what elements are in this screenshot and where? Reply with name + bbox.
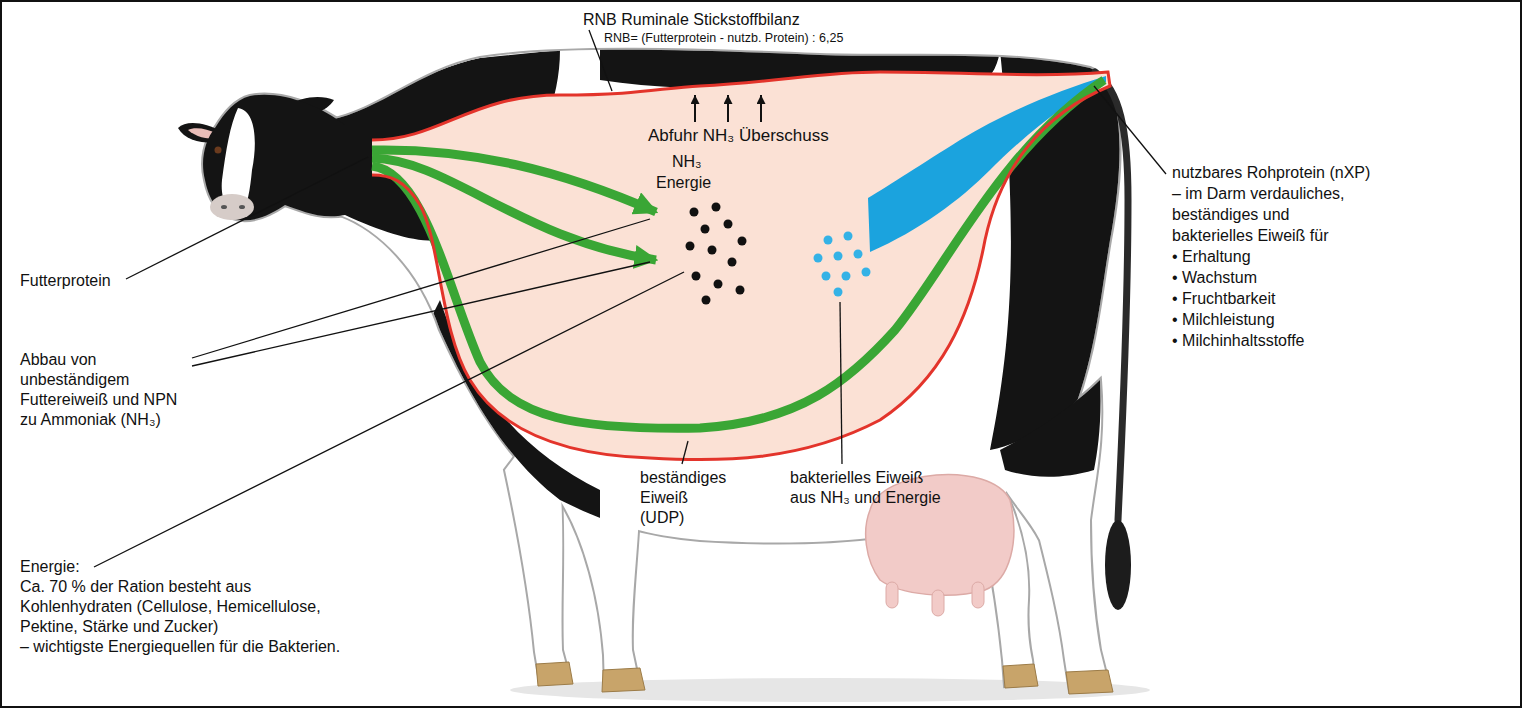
- excess-arrows: [727, 95, 729, 122]
- callout-label: Ca. 70 % der Ration besteht aus Kohlenhy…: [20, 577, 350, 637]
- cow-outline: [203, 95, 345, 221]
- callout-label: RNB= (Futterprotein - nutzb. Protein) : …: [604, 30, 843, 46]
- ammonia-dots: [708, 246, 717, 255]
- teat: [932, 590, 944, 616]
- callout-label: • Wachstum: [1172, 267, 1372, 288]
- cow-head: [210, 194, 254, 220]
- callout-label: – wichtigste Energiequellen für die Bakt…: [20, 637, 350, 657]
- cow-head: [203, 95, 345, 221]
- cow-silhouette: [330, 50, 1120, 692]
- callout-label: Energie:: [20, 557, 350, 577]
- ammonia-dots: [728, 258, 737, 267]
- protein-flow: [372, 80, 1104, 428]
- bacterial-dots: [844, 232, 853, 241]
- callout-label: • Erhaltung: [1172, 246, 1372, 267]
- bacterial-dots: [814, 232, 871, 297]
- bacterial-dots: [824, 236, 833, 245]
- text-group: nutzbares Rohprotein (nXP)– im Darm verd…: [1172, 162, 1372, 351]
- ammonia-dots: [702, 296, 711, 305]
- cow-head: [239, 205, 245, 209]
- leader-lines: [192, 219, 650, 358]
- leg-patch: [1000, 380, 1101, 477]
- cow-outline: [203, 50, 1119, 692]
- cow-tail: [1095, 72, 1128, 520]
- bacterial-dots: [854, 250, 863, 259]
- ammonia-dots: [714, 280, 723, 289]
- leader-lines: [192, 262, 650, 366]
- ammonia-dots: [686, 203, 747, 305]
- hooves: [536, 662, 1113, 694]
- teat: [886, 582, 898, 608]
- callout-label: • Fruchtbarkeit: [1172, 288, 1372, 309]
- bacterial-dots: [842, 272, 851, 281]
- callout-label: NH₃: [672, 152, 702, 172]
- callout-label: bakterielles Eiweiß aus NH₃ und Energie: [790, 468, 945, 508]
- teat: [972, 582, 984, 608]
- excess-arrows: [694, 95, 696, 122]
- ammonia-dots: [692, 272, 701, 281]
- leader-lines: [126, 157, 368, 279]
- callout-label: • Milchinhaltsstoffe: [1172, 330, 1372, 351]
- rumen-area: [372, 72, 1110, 460]
- bacterial-dots: [822, 272, 831, 281]
- ammonia-dots: [724, 220, 733, 229]
- callout-label: nutzbares Rohprotein (nXP): [1172, 162, 1372, 183]
- callout-label: RNB Ruminale Stickstoffbilanz: [583, 10, 800, 30]
- leader-lines: [682, 441, 688, 464]
- bacterial-dots: [834, 252, 843, 261]
- bacterial-dots: [834, 288, 843, 297]
- hooves: [602, 668, 645, 692]
- callout-label: Futterprotein: [20, 271, 111, 291]
- ammonia-dots: [690, 208, 699, 217]
- callout-label: beständiges Eiweiß (UDP): [640, 468, 732, 528]
- text-group: Energie:Ca. 70 % der Ration besteht aus …: [20, 557, 350, 657]
- excess-arrows: [760, 95, 762, 122]
- callout-label: Abbau von unbeständigem Futtereiweiß und…: [20, 350, 185, 430]
- leader-lines: [94, 30, 1166, 567]
- excess-arrows: [695, 95, 761, 122]
- callout-label: Energie: [656, 173, 711, 193]
- callout-label: • Milchleistung: [1172, 309, 1372, 330]
- leader-lines: [94, 272, 684, 567]
- cow-head: [215, 147, 222, 154]
- leader-lines: [1094, 86, 1166, 174]
- cow-head: [178, 95, 345, 221]
- cow-patches: [320, 45, 1130, 545]
- bacterial-dots: [814, 254, 823, 263]
- hooves: [1066, 670, 1113, 694]
- bacterial-dots: [862, 268, 871, 277]
- ammonia-dots: [712, 203, 721, 212]
- callout-label: Abfuhr NH₃ Überschuss: [648, 125, 829, 146]
- ammonia-dots: [701, 225, 710, 234]
- protein-flow: [372, 80, 1104, 428]
- cow-head: [221, 205, 227, 209]
- leader-lines: [840, 302, 842, 464]
- ammonia-dots: [686, 242, 695, 251]
- callout-label: – im Darm verdauliches, beständiges und …: [1172, 183, 1372, 246]
- rumen-outline: [372, 72, 1110, 460]
- hooves: [1003, 664, 1038, 688]
- ammonia-dots: [738, 237, 747, 246]
- tail-tuft: [1105, 520, 1131, 610]
- ammonia-dots: [736, 286, 745, 295]
- hooves: [536, 662, 573, 686]
